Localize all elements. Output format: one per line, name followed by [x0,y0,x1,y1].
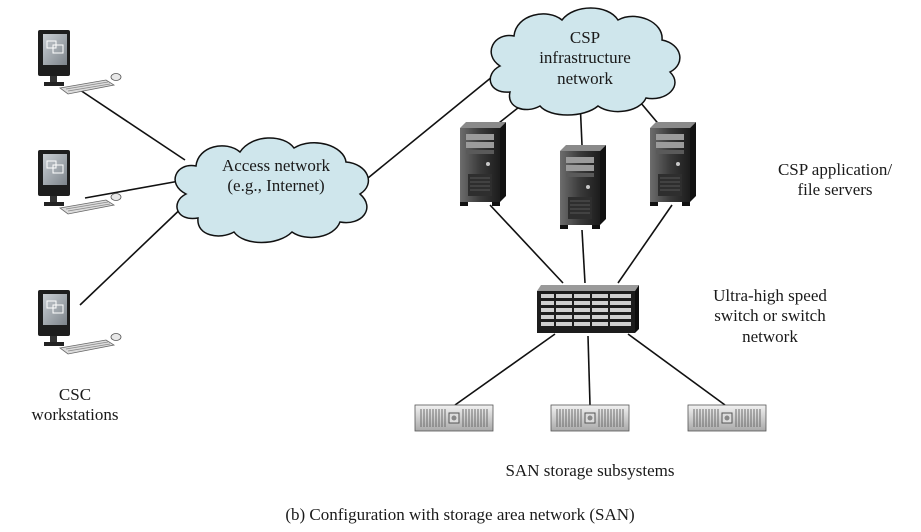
caption-text: (b) Configuration with storage area netw… [285,505,635,524]
label-line: infrastructure [539,48,631,68]
link-switch-storage3 [627,333,726,406]
access-network-label: Access network (e.g., Internet) [196,156,356,197]
label-line: network [557,68,613,88]
link-server2-switch [581,229,586,284]
csp-network-label: CSP infrastructure network [530,28,640,89]
link-switch-storage2 [587,335,591,406]
label-line: Access network [221,156,331,175]
label-line: file servers [797,180,873,200]
storage-icon [687,404,767,432]
link-server3-switch [617,204,673,284]
connection-lines [79,71,726,406]
san-storage-label: SAN storage subsystems [450,461,730,481]
label-line: Ultra-high speed [713,286,827,305]
link-ws3-access [79,199,191,306]
storage-icon [550,404,630,432]
label-line: (e.g., Internet) [227,176,325,196]
workstation-icon [37,289,122,355]
server-icon [649,121,697,207]
label-line: workstations [31,405,119,425]
server-icon [559,144,607,230]
link-access-csp [367,71,499,179]
label-line: CSC [58,385,92,404]
label-line: SAN storage subsystems [505,461,675,480]
link-switch-storage1 [454,333,556,406]
csc-workstations-label: CSC workstations [20,385,130,426]
csp-network-cloud-icon [489,7,681,116]
label-line: switch or switch [714,306,826,326]
link-ws2-access [84,179,186,199]
link-ws1-access [79,89,186,161]
csp-servers-label: CSP application/ file servers [760,160,910,201]
figure-caption: (b) Configuration with storage area netw… [230,505,690,525]
server-icon [459,121,507,207]
workstation-icon [37,149,122,215]
switch-label: Ultra-high speed switch or switch networ… [695,286,845,347]
label-line: CSP [569,28,601,47]
link-server1-switch [489,204,564,284]
access-network-cloud-icon [174,137,370,244]
label-line: network [742,326,798,346]
switch-icon [536,284,640,334]
workstation-icon [37,29,122,95]
label-line: CSP application/ [777,160,893,179]
storage-icon [414,404,494,432]
